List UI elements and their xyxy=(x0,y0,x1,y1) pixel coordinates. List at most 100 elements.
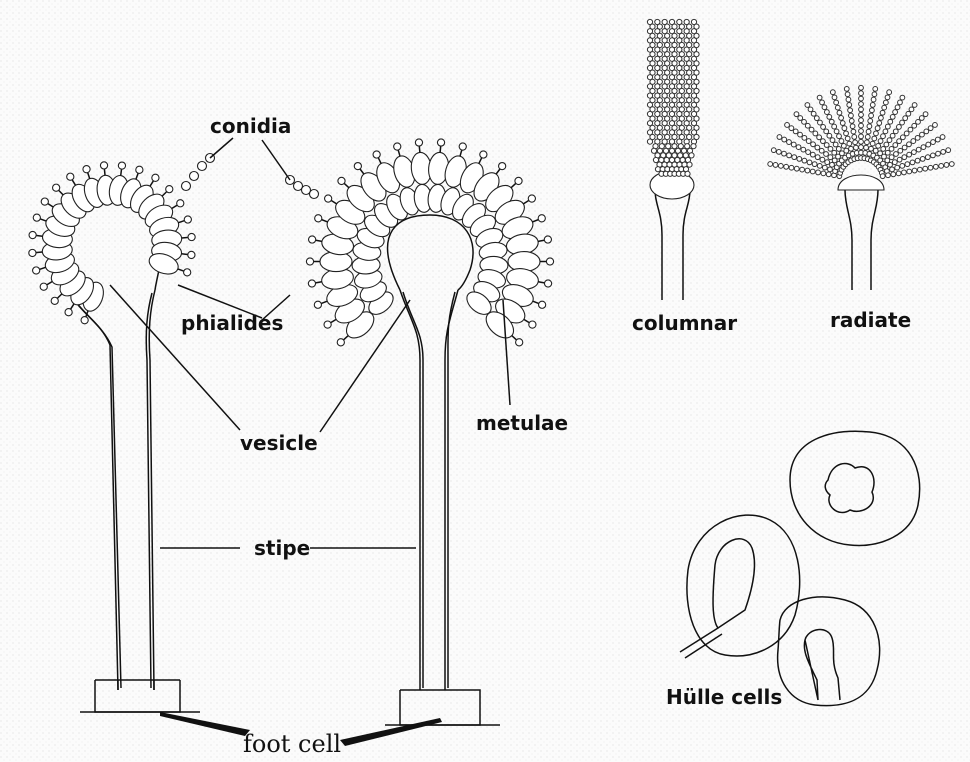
conidium xyxy=(931,140,936,145)
conidium xyxy=(651,148,656,153)
conidium xyxy=(905,162,910,167)
conidium xyxy=(798,132,803,137)
conidium xyxy=(811,142,816,147)
conidium xyxy=(923,112,928,117)
conidium xyxy=(880,174,885,179)
conidium xyxy=(787,140,792,145)
conidium xyxy=(912,123,917,128)
conidium xyxy=(824,143,829,148)
conidium xyxy=(544,236,551,243)
conidium xyxy=(839,116,844,121)
conidium xyxy=(837,134,842,139)
conidium xyxy=(768,162,773,167)
conidium xyxy=(806,139,811,144)
conidium xyxy=(789,126,794,131)
conidium xyxy=(884,142,889,147)
conidium xyxy=(869,146,874,151)
conidium xyxy=(315,215,322,222)
conidium xyxy=(776,149,781,154)
conidium xyxy=(844,87,849,92)
conidium xyxy=(515,177,522,184)
conidium xyxy=(691,144,696,149)
conidium xyxy=(829,119,834,124)
conidium xyxy=(499,163,506,170)
conidium xyxy=(794,166,799,171)
conidium xyxy=(836,147,841,152)
conidium xyxy=(816,170,821,175)
conidium xyxy=(817,95,822,100)
conidium xyxy=(773,163,778,168)
conidium xyxy=(784,164,789,169)
conidium xyxy=(166,186,173,193)
conidium xyxy=(459,143,466,150)
conidium xyxy=(29,231,36,238)
conidium xyxy=(847,103,852,108)
conidium xyxy=(802,135,807,140)
conidium xyxy=(354,163,361,170)
conidium xyxy=(902,155,907,160)
conidium xyxy=(796,145,801,150)
conidium xyxy=(847,141,852,146)
conidium xyxy=(653,157,658,162)
conidium xyxy=(771,148,776,153)
conidium xyxy=(833,142,838,147)
conidium xyxy=(853,140,858,145)
conidium xyxy=(906,111,911,116)
conidium xyxy=(647,139,652,144)
conidium xyxy=(834,129,839,134)
conidium xyxy=(83,166,90,173)
conidium xyxy=(834,100,839,105)
conidium xyxy=(373,151,380,158)
conidium xyxy=(911,139,916,144)
conidium xyxy=(894,152,899,157)
conidium xyxy=(802,119,807,124)
conidium xyxy=(897,125,902,130)
conidium xyxy=(798,116,803,121)
conidium xyxy=(870,108,875,113)
conidium xyxy=(832,95,837,100)
conidium xyxy=(190,172,199,181)
conidium xyxy=(919,116,924,121)
conidium xyxy=(883,129,888,134)
conidium xyxy=(849,113,854,118)
conidium xyxy=(324,321,331,328)
conidium xyxy=(890,167,895,172)
conidium xyxy=(310,190,319,199)
conidium xyxy=(882,105,887,110)
conidium xyxy=(902,145,907,150)
conidium xyxy=(136,166,143,173)
conidium xyxy=(802,158,807,163)
conidium xyxy=(849,119,854,124)
conidium xyxy=(872,136,877,141)
conidium xyxy=(538,215,545,222)
conidium xyxy=(687,162,692,167)
conidium xyxy=(818,120,823,125)
label-foot-cell: foot cell xyxy=(243,730,341,758)
conidium xyxy=(870,103,875,108)
conidium xyxy=(888,162,893,167)
conidium xyxy=(893,143,898,148)
label-stipe: stipe xyxy=(254,536,310,560)
conidium xyxy=(825,160,830,165)
conidium xyxy=(851,129,856,134)
conidium xyxy=(815,145,820,150)
conidium xyxy=(920,156,925,161)
conidium xyxy=(895,105,900,110)
conidium xyxy=(848,108,853,113)
conidium xyxy=(889,155,894,160)
conidium xyxy=(926,142,931,147)
conidium xyxy=(910,160,915,165)
conidium xyxy=(946,148,951,153)
conidium xyxy=(893,110,898,115)
conidium xyxy=(874,131,879,136)
conidium xyxy=(791,142,796,147)
conidium xyxy=(859,112,864,117)
conidium xyxy=(898,100,903,105)
conidium xyxy=(806,150,811,155)
conidium xyxy=(908,127,913,132)
conidium xyxy=(785,123,790,128)
conidium xyxy=(65,309,72,316)
conidium xyxy=(198,162,207,171)
conidium xyxy=(184,216,191,223)
conidium xyxy=(810,152,815,157)
